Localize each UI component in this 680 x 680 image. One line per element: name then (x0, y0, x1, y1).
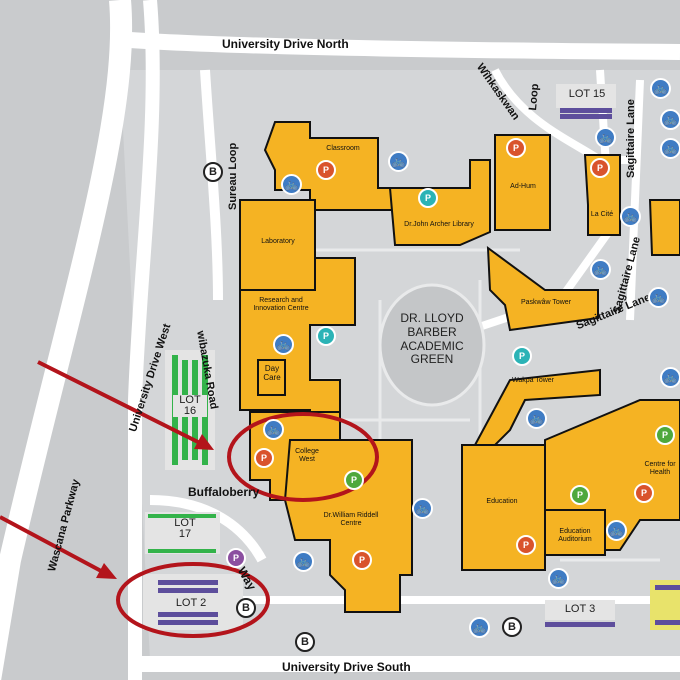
bicycle-icon: 🚲 (648, 287, 669, 308)
lot-2-area (143, 574, 243, 630)
parking-pin-icon[interactable]: P (634, 483, 654, 503)
research-innovation-building (239, 257, 356, 446)
paskwaw-tower-label: Paskwâw Tower (520, 299, 572, 306)
bicycle-icon: 🚲 (650, 78, 671, 99)
ad-hum-label: Ad-Hum (510, 183, 536, 190)
archer-library-building (388, 159, 491, 246)
parking-pin-icon[interactable]: P (226, 548, 246, 568)
annotation-arrow-2 (0, 515, 104, 574)
bicycle-icon: 🚲 (590, 259, 611, 280)
lot-2-highlight-ellipse (116, 562, 270, 638)
university-drive-south-label: University Drive South (282, 660, 411, 674)
university-drive-north-label: University Drive North (222, 37, 349, 51)
academic-green-lawn (378, 283, 486, 407)
parking-pin-icon[interactable]: P (655, 425, 675, 445)
bicycle-icon: 🚲 (620, 206, 641, 227)
sureau-loop-road (200, 69, 223, 301)
education-auditorium-label: Education Auditorium (558, 528, 592, 544)
bus-stop-icon[interactable]: B (502, 617, 522, 637)
research-innovation-label: Research and Innovation Centre (253, 297, 309, 313)
parking-pin-icon[interactable]: P (316, 160, 336, 180)
lot-16-label: LOT 16 (173, 395, 207, 417)
lot-2-label: LOT 2 (175, 597, 207, 609)
parking-pin-icon[interactable]: P (418, 188, 438, 208)
parking-pin-icon[interactable]: P (344, 470, 364, 490)
laboratory-label: Laboratory (261, 238, 295, 245)
bicycle-icon: 🚲 (412, 498, 433, 519)
bicycle-icon: 🚲 (548, 568, 569, 589)
bus-stop-icon[interactable]: B (295, 632, 315, 652)
parking-pin-icon[interactable]: P (512, 346, 532, 366)
bicycle-icon: 🚲 (660, 367, 680, 388)
parking-pin-icon[interactable]: P (316, 326, 336, 346)
bicycle-icon: 🚲 (388, 151, 409, 172)
ad-hum-building (494, 134, 551, 231)
academic-green-label: DR. LLOYD BARBER ACADEMIC GREEN (400, 311, 464, 367)
lot-3-label: LOT 3 (564, 603, 596, 615)
parking-pin-icon[interactable]: P (516, 535, 536, 555)
bicycle-icon: 🚲 (526, 408, 547, 429)
parking-pin-icon[interactable]: P (506, 138, 526, 158)
lot-15-area (556, 84, 616, 119)
bicycle-icon: 🚲 (660, 138, 680, 159)
parking-pin-icon[interactable]: P (590, 158, 610, 178)
day-care-building (257, 359, 286, 396)
bicycle-icon: 🚲 (281, 174, 302, 195)
buffaloberry-label: Buffaloberry (188, 485, 260, 499)
university-drive-north-road (129, 32, 680, 60)
wihkaskwan-loop-label: Loop (527, 83, 542, 111)
parking-pin-icon[interactable]: P (254, 448, 274, 468)
east-building (648, 199, 680, 256)
bicycle-icon: 🚲 (469, 617, 490, 638)
annotation-arrowhead-2 (96, 563, 117, 579)
parking-pin-icon[interactable]: P (570, 485, 590, 505)
sagittaire-lane-label-1: Sagittaire Lane (625, 99, 637, 178)
bicycle-icon: 🚲 (273, 334, 294, 355)
bicycle-icon: 🚲 (595, 127, 616, 148)
la-cite-label: La Cité (590, 211, 614, 218)
bus-stop-icon[interactable]: B (203, 162, 223, 182)
university-drive-west-road (128, 0, 160, 680)
annotation-arrow-1 (37, 360, 201, 445)
education-auditorium-building (544, 509, 606, 556)
paskwaw-tower-building (486, 245, 599, 332)
sureau-loop-label: Sureau Loop (227, 142, 239, 210)
wascana-parkway-road (0, 0, 133, 680)
college-west-highlight-ellipse (227, 412, 379, 502)
lot-17-label: LOT 17 (174, 517, 196, 540)
riddell-centre-label: Dr.William Riddell Centre (323, 512, 379, 528)
bicycle-icon: 🚲 (660, 109, 680, 130)
lot-15-label: LOT 15 (568, 88, 606, 100)
college-west-label: College West (295, 448, 319, 464)
bicycle-icon: 🚲 (293, 551, 314, 572)
bicycle-icon: 🚲 (606, 520, 627, 541)
day-care-label: Day Care (263, 364, 281, 383)
archer-library-label: Dr.John Archer Library (404, 221, 474, 228)
education-label: Education (486, 498, 518, 505)
bicycle-icon: 🚲 (263, 419, 284, 440)
classroom-label: Classroom (326, 145, 360, 152)
lot-east-area (650, 580, 680, 630)
sagittaire-lane-east-road (626, 79, 644, 321)
riddell-centre-building (283, 439, 413, 613)
annotation-arrowhead-1 (194, 434, 214, 450)
lot-3-area (545, 600, 615, 627)
lot-17-area (145, 512, 220, 554)
centre-health-label: Centre for Health (644, 461, 676, 477)
bus-stop-icon[interactable]: B (236, 598, 256, 618)
wakpa-tower-label: Wakpa Tower (511, 377, 555, 384)
parking-pin-icon[interactable]: P (352, 550, 372, 570)
